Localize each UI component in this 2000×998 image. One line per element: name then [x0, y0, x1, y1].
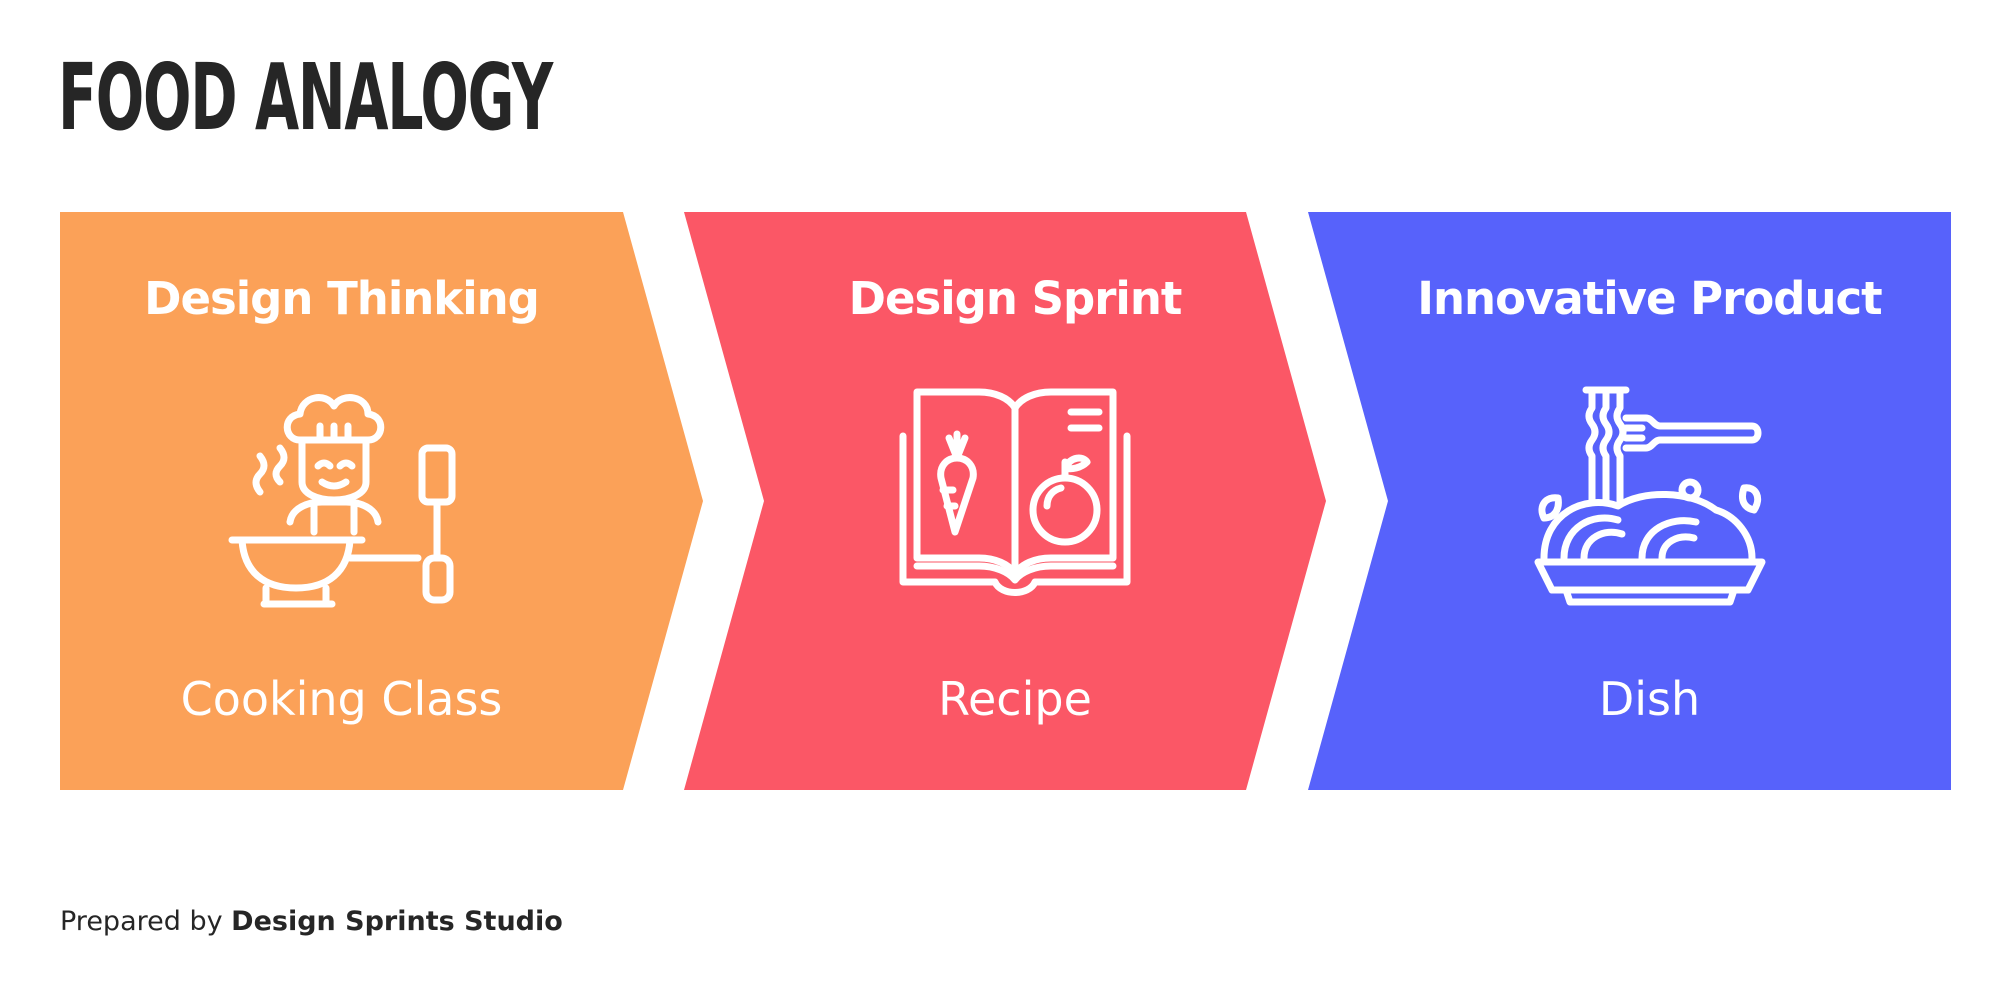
page-title: FOOD ANALOGY — [58, 44, 553, 151]
stage-design-sprint: Design Sprint Recipe — [684, 212, 1326, 790]
recipe-book-icon — [899, 388, 1131, 596]
stage-caption: Recipe — [938, 672, 1092, 726]
stage-innovative-product: Innovative Product Dish — [1308, 212, 1951, 790]
footer-prefix: Prepared by — [60, 906, 232, 937]
stage-heading: Innovative Product — [1417, 272, 1882, 325]
stage-caption: Cooking Class — [180, 672, 503, 726]
noodle-dish-icon — [1534, 386, 1766, 606]
stage-heading: Design Thinking — [144, 272, 540, 325]
footer-credit: Prepared by Design Sprints Studio — [60, 906, 563, 937]
stage-heading: Design Sprint — [848, 272, 1183, 325]
stage-chevron-shape — [60, 212, 703, 790]
stage-design-thinking: Design Thinking Cooking Class — [60, 212, 703, 790]
stage-chevron-shape — [684, 212, 1326, 790]
footer-studio-name: Design Sprints Studio — [231, 906, 563, 937]
chef-icon — [228, 394, 456, 608]
stage-caption: Dish — [1598, 672, 1701, 726]
